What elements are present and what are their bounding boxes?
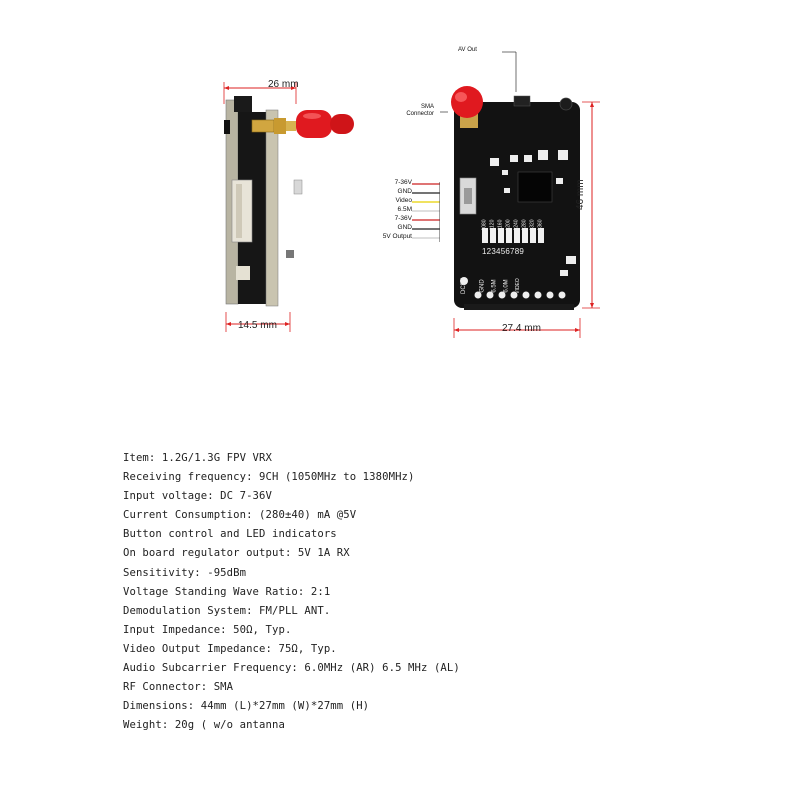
spec-item: Video Output Impedance: 75Ω, Typ. bbox=[123, 642, 337, 655]
board-bottom-label: 6.5M bbox=[491, 279, 498, 293]
pin-label: Video bbox=[395, 197, 412, 204]
channel-label: 1320 bbox=[529, 219, 536, 231]
sma-label-line1: SMA bbox=[420, 104, 434, 110]
channel-label: 1280 bbox=[521, 219, 528, 231]
pin-label: 7-36V bbox=[394, 179, 412, 186]
pin-holes bbox=[460, 277, 566, 299]
pcb-board bbox=[454, 102, 580, 308]
antenna-cap bbox=[451, 86, 483, 118]
spec-item: Item: 1.2G/1.3G FPV VRX bbox=[123, 452, 272, 464]
spec-item: Demodulation System: FM/PLL ANT. bbox=[123, 604, 331, 617]
channel-label: 1080 bbox=[481, 219, 488, 231]
spec-item: Input Impedance: 50Ω, Typ. bbox=[123, 623, 292, 636]
side-view-drawing bbox=[223, 82, 354, 332]
spec-item: Voltage Standing Wave Ratio: 2:1 bbox=[123, 585, 331, 598]
led-indicator-row bbox=[482, 228, 544, 243]
board-bottom-label: VIDEO bbox=[514, 278, 521, 294]
av-out-label: AV Out bbox=[458, 47, 477, 53]
av-jack bbox=[234, 96, 252, 112]
side-view-product-photo bbox=[200, 60, 370, 350]
front-view-product-photo bbox=[436, 40, 610, 350]
spec-item: Sensitivity: -95dBm bbox=[123, 566, 247, 579]
ic-chip bbox=[517, 171, 553, 203]
board-bottom-label: 6.0M bbox=[503, 279, 510, 293]
channel-label: 1120 bbox=[489, 219, 496, 231]
pcb-edge-right bbox=[265, 109, 279, 307]
front-width-label: 27.4 mm bbox=[502, 323, 541, 334]
sma-label: SMA Connector bbox=[400, 104, 434, 118]
pin-label: GND bbox=[397, 224, 412, 231]
spec-item: Current Consumption: (280±40) mA @5V bbox=[123, 509, 357, 522]
channel-labels: 1080 1120 1160 1200 1240 1280 1320 1360 bbox=[479, 216, 549, 234]
channel-label: 1200 bbox=[505, 219, 512, 231]
spec-item: On board regulator output: 5V 1A RX bbox=[123, 547, 350, 560]
spec-item: Audio Subcarrier Frequency: 6.0MHz (AR) … bbox=[123, 662, 460, 675]
spec-item: Input voltage: DC 7-36V bbox=[123, 490, 272, 503]
spec-item: Weight: 20g ( w/o antanna bbox=[123, 719, 285, 732]
pin-label: 6.5M bbox=[397, 206, 412, 213]
av-jack bbox=[513, 95, 531, 107]
pin-wires bbox=[412, 182, 440, 242]
front-view-drawing bbox=[436, 51, 600, 338]
spec-item: Receiving frequency: 9CH (1050MHz to 138… bbox=[123, 471, 415, 484]
pin-label: 5V Output bbox=[382, 233, 412, 240]
spec-item: RF Connector: SMA bbox=[123, 681, 234, 694]
pin-label: 7-36V bbox=[394, 215, 412, 222]
board-bottom-label: DC5V bbox=[461, 277, 468, 295]
channel-label: 1240 bbox=[513, 219, 520, 231]
front-height-label: 46 mm bbox=[575, 179, 586, 210]
sma-connector bbox=[251, 119, 275, 133]
spec-item: Button control and LED indicators bbox=[123, 528, 337, 541]
spec-item: Dimensions: 44mm (L)*27mm (W)*27mm (H) bbox=[123, 700, 370, 713]
pin-labels: 7-36V GND Video 6.5M 7-36V GND 5V Output bbox=[366, 178, 412, 241]
pin-label: GND bbox=[397, 188, 412, 195]
specification-list: Item: 1.2G/1.3G FPV VRX Receiving freque… bbox=[123, 449, 460, 735]
channel-digits: 1 2 3 4 5 6 7 8 9 bbox=[482, 247, 524, 256]
channel-label: 1360 bbox=[537, 219, 544, 231]
sma-label-line2: Connector bbox=[406, 111, 434, 117]
side-width-label: 26 mm bbox=[268, 79, 299, 90]
channel-label: 1160 bbox=[497, 219, 504, 231]
board-bottom-label: GND bbox=[479, 279, 486, 293]
side-thickness-label: 14.5 mm bbox=[238, 320, 277, 331]
